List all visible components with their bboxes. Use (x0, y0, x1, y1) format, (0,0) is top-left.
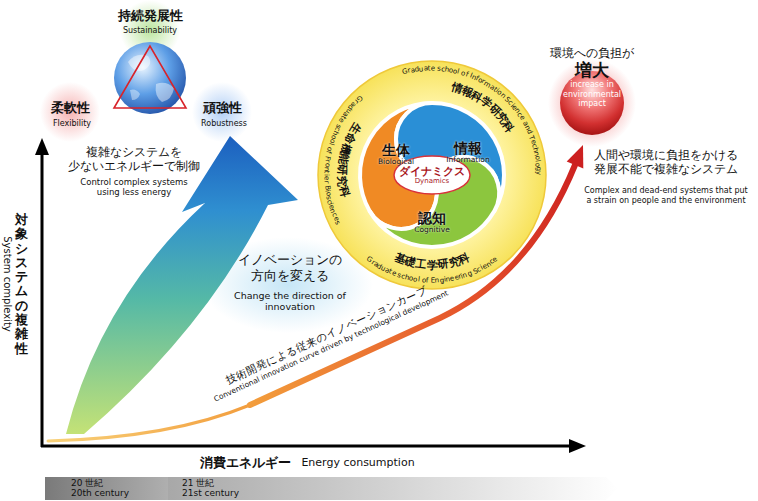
arc-glyph: f (426, 277, 429, 284)
axis-title-en: Energy consumption (301, 456, 414, 469)
node-subtitle: increase in environmental impact (557, 80, 627, 108)
balance-triangle (114, 46, 186, 108)
axis-title: 対象システムの複雑性 (15, 213, 28, 356)
node-subtitle: Cognitive (414, 226, 450, 235)
century-band: 20 世紀20th century (45, 477, 189, 500)
x-axis-head (569, 439, 586, 453)
arc-glyph: l (417, 277, 420, 284)
node-title: 情報 (446, 140, 489, 156)
arc-glyph: n (435, 277, 440, 284)
goal-text: 複雑なシステムを 少ないエネルギーで制御 (59, 145, 209, 174)
school-name-en: Graduate school of Engineering Science (317, 60, 547, 290)
arc-glyph: 研 (336, 165, 348, 177)
arc-glyph: l (457, 69, 461, 76)
axis-title-en: System complexity (1, 236, 13, 331)
arc-glyph: f (325, 150, 332, 154)
globe-land (156, 83, 174, 102)
globe (114, 42, 186, 114)
arc-glyph: n (323, 166, 330, 171)
y-axis-head (35, 138, 49, 155)
school-name-en: Graduate school of Information Science a… (317, 60, 547, 290)
timeline-arrow (45, 477, 189, 500)
node-subtitle: 増大 (575, 61, 609, 81)
node-subtitle: 21st century (182, 489, 618, 498)
impact-sphere: 環境への負担が増大increase in environmental impac… (537, 45, 647, 140)
arc-glyph: y (534, 171, 541, 175)
robustness-glow (192, 82, 252, 142)
cognitive-segment: 認知Cognitive (414, 210, 450, 235)
globe-land (130, 90, 140, 101)
arc-glyph: o (534, 162, 541, 167)
flexibility-glow (40, 82, 100, 142)
node-subtitle: Dynamics (399, 177, 465, 185)
arc-glyph: 能 (337, 153, 350, 166)
new-innovation-arrow (66, 136, 298, 434)
arrow-label: イノベーションの 方向を変える (230, 252, 350, 283)
arc-glyph: s (437, 66, 441, 73)
ring-disk (318, 61, 546, 289)
axis-title: 消費エネルギー (200, 455, 291, 471)
school-name-en: Graduate school of Frontier Biosciences (317, 60, 547, 290)
quality-title: 頑強性 (203, 100, 242, 116)
arrow-label-en: Change the direction of innovation (229, 290, 351, 313)
swirl-arm (370, 157, 500, 247)
dynamics-core: ダイナミクスDynamics (399, 165, 465, 185)
quality-title: 持続発展性 (118, 8, 183, 24)
quality-subtitle: Robustness (201, 119, 247, 129)
timeline-arrow (168, 477, 618, 500)
quality-subtitle: Sustainability (123, 26, 177, 36)
arc-glyph: g (534, 166, 541, 171)
conventional-curve-head (567, 145, 584, 168)
arc-glyph: t (322, 171, 329, 174)
arc-glyph: 学 (427, 260, 438, 271)
goal-text-en: Control complex systems using less energ… (69, 177, 199, 197)
biological-segment: 生体Biological (378, 142, 414, 167)
school-ring-disk: 生体Biological 情報Information 認知Cognitive ダイナミ… (317, 60, 547, 290)
node-title: 認知 (414, 210, 450, 226)
conventional-curve (48, 405, 250, 441)
arc-glyph: 工 (415, 258, 427, 270)
outcome-text: 人間や環境に負担をかける 発展不能で複雑なシステム (581, 148, 751, 177)
arc-glyph: 究 (336, 175, 348, 187)
node-title: 生体 (378, 142, 414, 158)
arc-glyph (435, 66, 437, 73)
arc-glyph: i (322, 174, 329, 176)
node-title: ダイナミクス (399, 165, 465, 177)
quality-subtitle: Flexibility (53, 119, 91, 129)
arc-glyph: e (322, 176, 329, 181)
arc-glyph: a (423, 66, 428, 73)
school-name: 生命機能研究科 (317, 60, 547, 290)
quality-title: 柔軟性 (51, 100, 90, 116)
arc-glyph: e (431, 65, 435, 72)
node-title: 21 世紀 (182, 479, 618, 488)
arc-glyph (428, 277, 430, 284)
arc-glyph: u (419, 66, 424, 73)
arc-glyph: 科 (337, 186, 350, 199)
school-name: 情報科学研究科 (317, 60, 547, 290)
arc-glyph: 科 (457, 252, 471, 266)
arc-glyph: E (431, 277, 435, 284)
globe-land (128, 55, 150, 71)
arc-glyph: t (428, 65, 431, 72)
y-axis (41, 152, 44, 447)
school-name: 基礎工学研究科 (317, 60, 547, 290)
sphere-glow (548, 59, 636, 147)
century-band: 21 世紀21st century (168, 477, 618, 500)
arc-glyph: r (323, 180, 330, 183)
arc-glyph: o (323, 162, 330, 167)
outcome-text-en: Complex and dead-end systems that put a … (582, 186, 750, 205)
node-subtitle: Information (446, 156, 489, 165)
node-title: 環境への負担が (550, 47, 634, 61)
x-axis (41, 445, 572, 448)
information-segment: 情報Information (446, 140, 489, 165)
